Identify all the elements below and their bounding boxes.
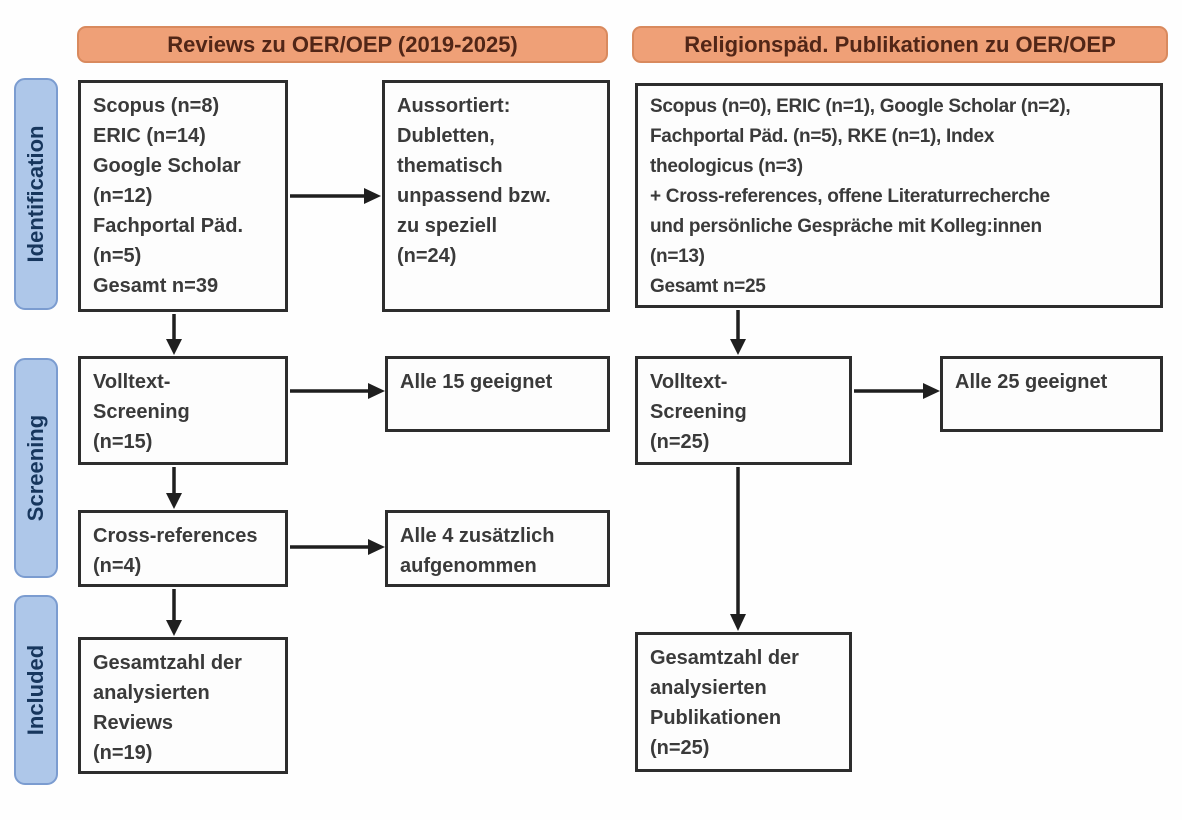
stage-label-included-text: Included: [23, 644, 48, 736]
arrow-left-crossref-to-result: [290, 539, 385, 555]
stage-label-identification: Identification: [14, 78, 58, 310]
box-left-included-total: Gesamtzahl der analysierten Reviews (n=1…: [78, 637, 288, 774]
box-right-included-total: Gesamtzahl der analysierten Publikatione…: [635, 632, 852, 772]
arrow-left-identification-to-screening: [166, 314, 182, 355]
stage-label-identification-text: Identification: [23, 125, 48, 263]
box-left-excluded: Aussortiert: Dubletten, thematisch unpas…: [382, 80, 610, 312]
arrow-right-screening-to-result: [854, 383, 940, 399]
box-left-screening-result: Alle 15 geeignet: [385, 356, 610, 432]
column-header-reviews: Reviews zu OER/OEP (2019-2025): [77, 26, 608, 63]
arrow-left-screening-to-result: [290, 383, 385, 399]
stage-label-included: Included: [14, 595, 58, 785]
arrow-left-screening-to-crossref: [166, 467, 182, 509]
arrow-left-crossref-to-included: [166, 589, 182, 636]
box-left-crossreferences-result: Alle 4 zusätzlich aufgenommen: [385, 510, 610, 587]
box-right-fulltext-screening: Volltext- Screening (n=25): [635, 356, 852, 465]
box-right-identification-sources: Scopus (n=0), ERIC (n=1), Google Scholar…: [635, 83, 1163, 308]
box-left-fulltext-screening: Volltext- Screening (n=15): [78, 356, 288, 465]
column-header-religionspaed: Religionspäd. Publikationen zu OER/OEP: [632, 26, 1168, 63]
arrow-right-screening-to-included: [730, 467, 746, 631]
box-left-crossreferences: Cross-references (n=4): [78, 510, 288, 587]
stage-label-screening-text: Screening: [23, 414, 48, 522]
stage-label-screening: Screening: [14, 358, 58, 578]
box-left-identification-sources: Scopus (n=8) ERIC (n=14) Google Scholar …: [78, 80, 288, 312]
box-right-screening-result: Alle 25 geeignet: [940, 356, 1163, 432]
arrow-left-identification-to-excluded: [290, 188, 381, 204]
arrow-right-identification-to-screening: [730, 310, 746, 355]
